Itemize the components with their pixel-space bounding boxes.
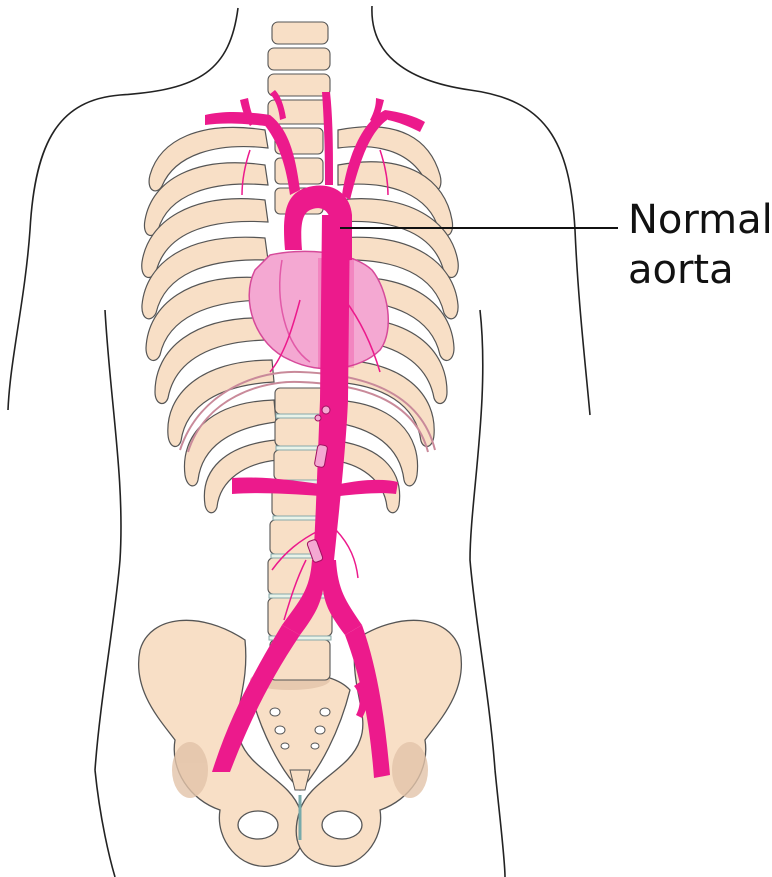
callout-label-normal: Normal (628, 196, 772, 244)
heart (249, 251, 388, 368)
callout-label-aorta: aorta (628, 246, 734, 294)
